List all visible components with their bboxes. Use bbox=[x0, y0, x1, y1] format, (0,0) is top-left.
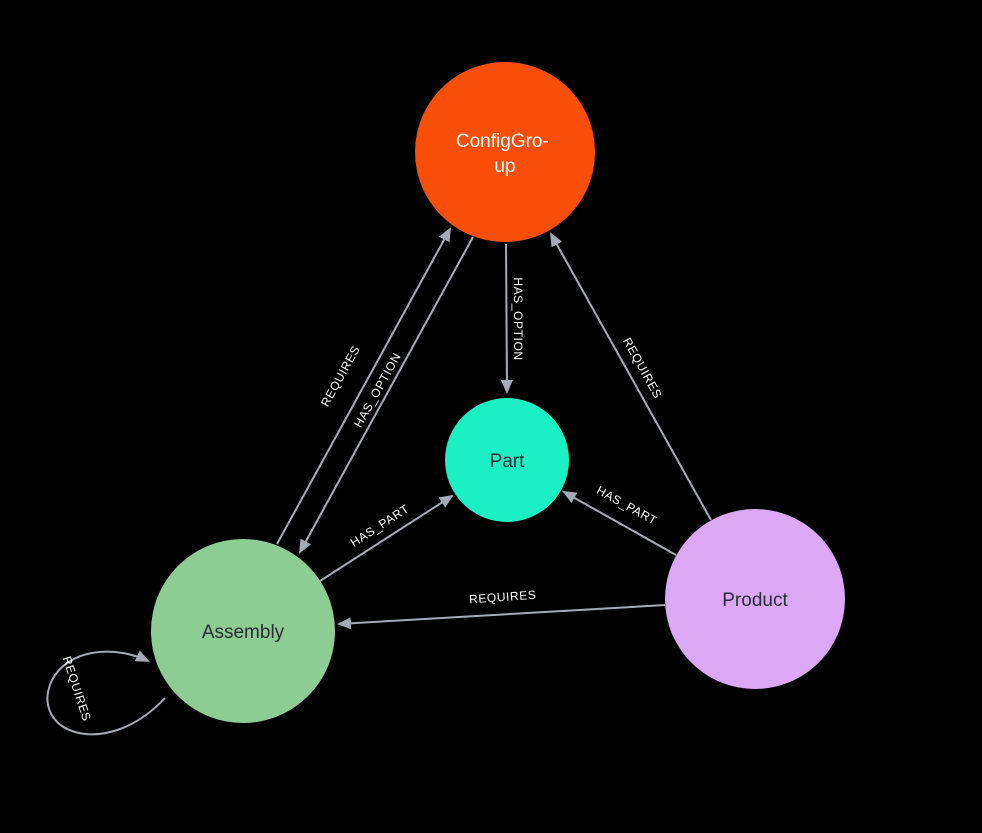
edge-product-assembly[interactable]: REQUIRES bbox=[337, 588, 666, 630]
edge-line[interactable] bbox=[276, 227, 451, 545]
node-product[interactable]: Product bbox=[665, 509, 845, 689]
edge-line[interactable] bbox=[562, 491, 677, 556]
edge-line[interactable] bbox=[337, 604, 666, 630]
edge-label: HAS_OPTION bbox=[511, 277, 525, 360]
node-configgroup[interactable]: ConfigGro- up bbox=[415, 62, 595, 242]
edge-line[interactable] bbox=[319, 494, 454, 582]
node-assembly[interactable]: Assembly bbox=[151, 539, 335, 723]
node-assembly-circle[interactable] bbox=[151, 539, 335, 723]
node-part[interactable]: Part bbox=[445, 398, 569, 522]
node-part-circle[interactable] bbox=[445, 398, 569, 522]
edge-line[interactable] bbox=[299, 236, 474, 554]
node-configgroup-circle[interactable] bbox=[415, 62, 595, 242]
edge-line[interactable] bbox=[500, 243, 513, 394]
node-product-circle[interactable] bbox=[665, 509, 845, 689]
edge-line[interactable] bbox=[550, 232, 712, 521]
edge-label: REQUIRES bbox=[469, 588, 537, 607]
edge-line[interactable] bbox=[46, 650, 166, 736]
edge-configgroup-part[interactable]: HAS_OPTION bbox=[500, 243, 525, 394]
